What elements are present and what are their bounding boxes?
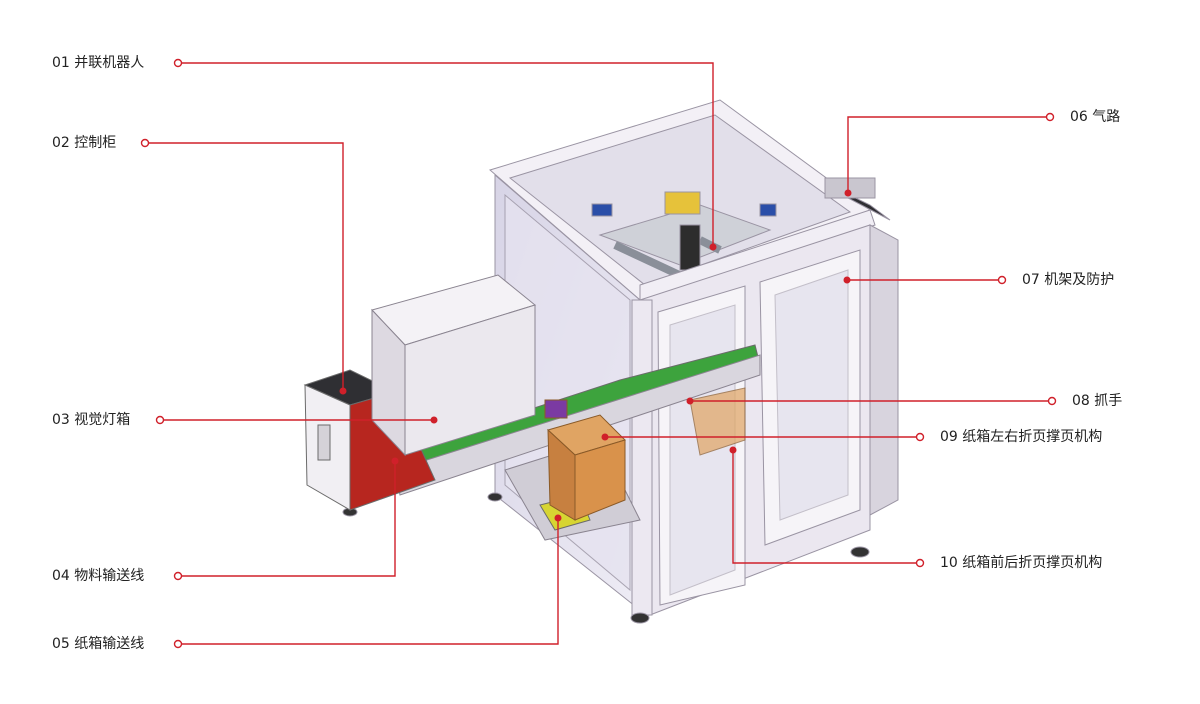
label-material-conveyor: 04 物料输送线: [52, 568, 145, 584]
leader-04-target: [391, 457, 399, 465]
vision-light-box: [371, 274, 537, 457]
leader-02-start: [140, 138, 150, 148]
leader-01: [180, 62, 714, 247]
leader-endpoints: [140, 58, 1057, 649]
leader-07-start: [997, 275, 1007, 285]
label-gripper: 08 抓手: [1072, 393, 1123, 409]
label-side-flap-mechanism: 09 纸箱左右折页撑页机构: [940, 429, 1103, 445]
leader-02-target: [339, 387, 347, 395]
label-front-back-flap-mechanism: 10 纸箱前后折页撑页机构: [940, 555, 1103, 571]
leader-09-target: [601, 433, 609, 441]
leader-10-start: [915, 558, 925, 568]
label-parallel-robot: 01 并联机器人: [52, 55, 145, 71]
leader-05-start: [173, 639, 183, 649]
leader-targets: [339, 189, 852, 522]
leader-04-start: [173, 571, 183, 581]
label-air-path: 06 气路: [1070, 109, 1121, 125]
leader-09-start: [915, 432, 925, 442]
leader-02: [147, 142, 344, 391]
carton: [544, 387, 746, 521]
label-frame-guard: 07 机架及防护: [1022, 272, 1115, 288]
leader-03-target: [430, 416, 438, 424]
leader-lines: [147, 62, 1050, 645]
leader-04: [180, 461, 396, 577]
leader-03-start: [155, 415, 165, 425]
leader-06-target: [844, 189, 852, 197]
leader-10-target: [729, 446, 737, 454]
air-panel: [824, 177, 891, 221]
leader-06: [847, 116, 1049, 193]
leader-05: [180, 518, 559, 645]
label-control-cabinet: 02 控制柜: [52, 135, 117, 151]
leader-01-start: [173, 58, 183, 68]
leader-10: [732, 450, 918, 564]
label-vision-light-box: 03 视觉灯箱: [52, 412, 131, 428]
leader-05-target: [554, 514, 562, 522]
leader-01-target: [709, 243, 717, 251]
leader-08-target: [686, 397, 694, 405]
leader-07-target: [843, 276, 851, 284]
leader-08-start: [1047, 396, 1057, 406]
label-carton-conveyor: 05 纸箱输送线: [52, 636, 145, 652]
leader-06-start: [1045, 112, 1055, 122]
